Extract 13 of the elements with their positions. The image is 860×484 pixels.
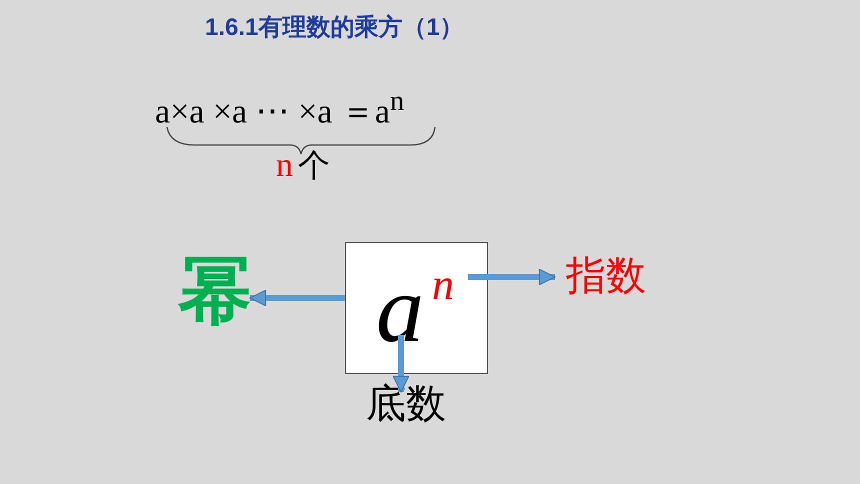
exponent-letter: n bbox=[432, 263, 454, 307]
box-shape bbox=[345, 242, 488, 374]
arrow bbox=[392, 335, 410, 392]
formula-text: a×a ×a ⋯ ×a ＝a$^{n}$ bbox=[155, 88, 404, 130]
power-word: 幂 bbox=[178, 254, 252, 328]
exponent-word: 指数 bbox=[566, 256, 646, 296]
arrow bbox=[468, 268, 556, 286]
base-letter: a bbox=[376, 261, 424, 357]
arrow bbox=[250, 290, 345, 306]
title: 1.6.1有理数的乘方（1） bbox=[205, 16, 464, 40]
count-variable: n bbox=[276, 149, 293, 183]
count-unit: 个 bbox=[298, 149, 330, 181]
base-word: 底数 bbox=[366, 384, 446, 424]
